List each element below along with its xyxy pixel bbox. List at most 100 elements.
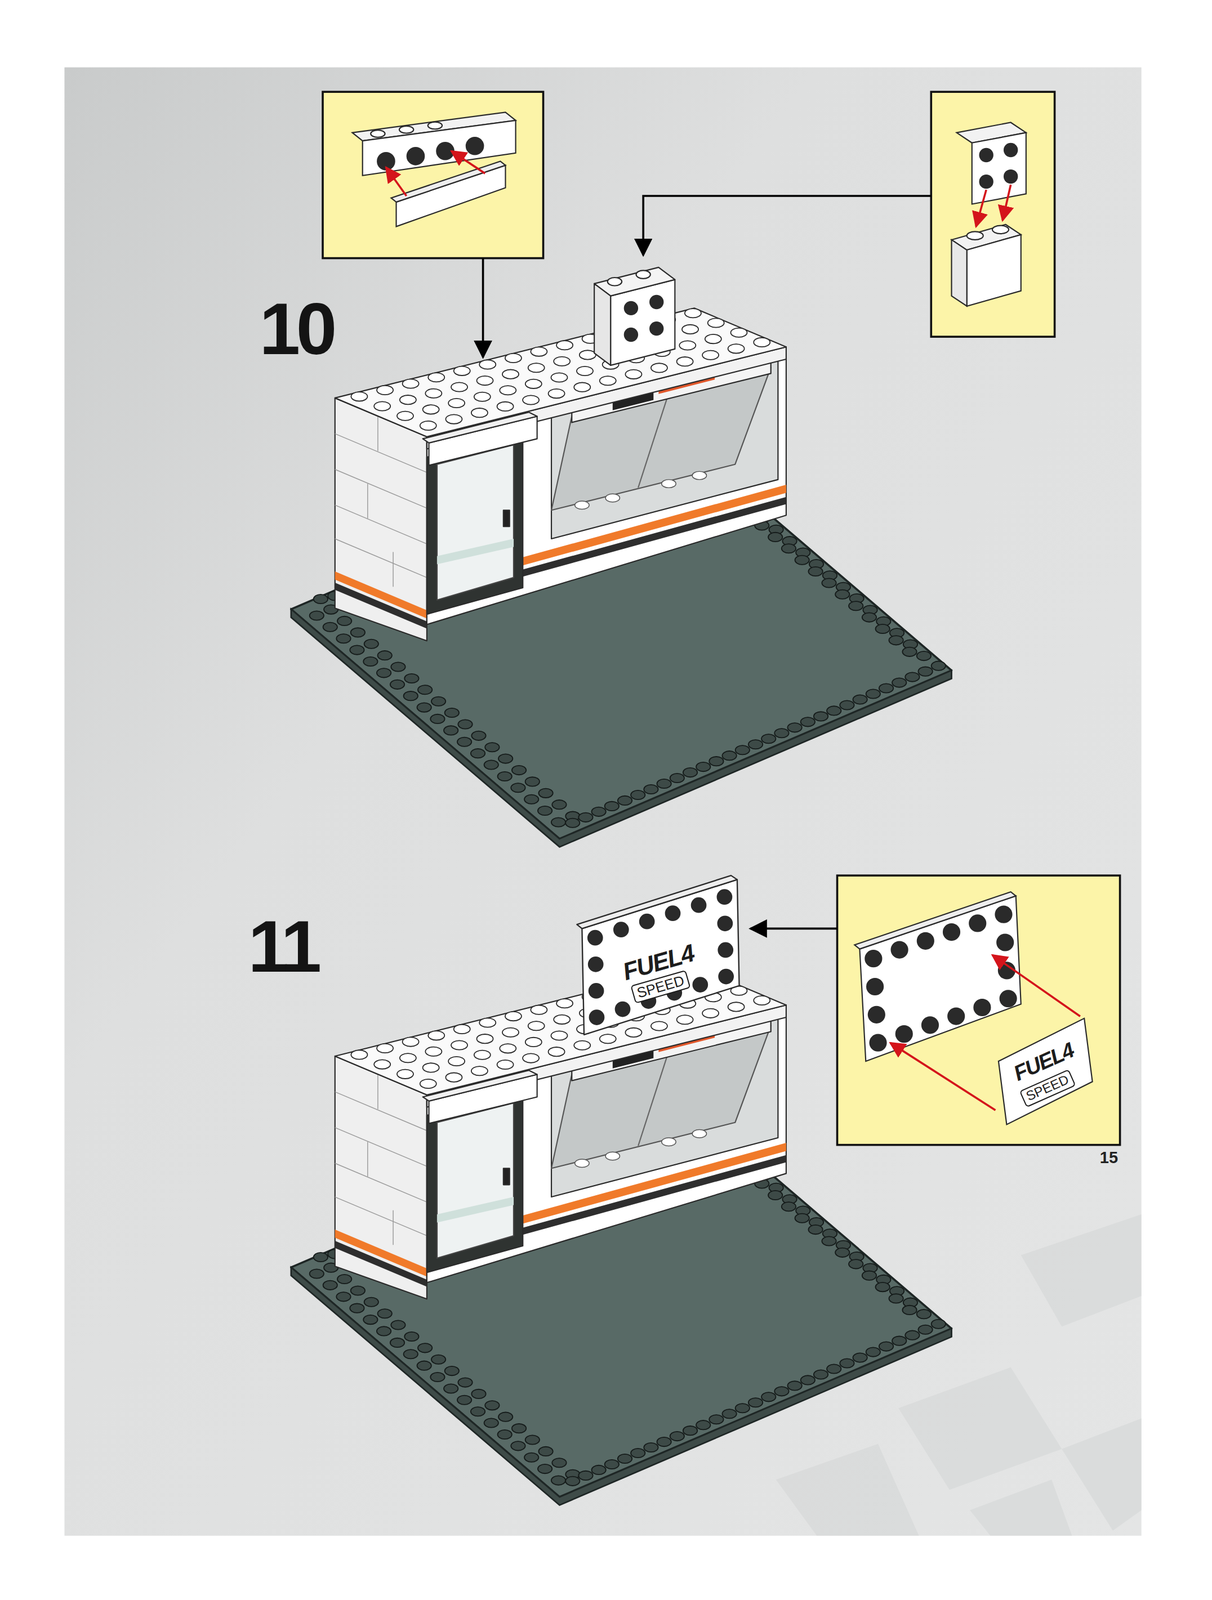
stud (852, 694, 867, 704)
stud (617, 796, 632, 806)
stud (336, 634, 351, 644)
stud-hole (693, 977, 708, 992)
stud (484, 742, 499, 752)
stud (578, 813, 593, 823)
assembly-arrow (890, 955, 1081, 1112)
stud (761, 734, 776, 744)
stud-hole (589, 1010, 604, 1025)
stud (651, 363, 668, 373)
stud (445, 414, 462, 424)
stud (524, 795, 539, 805)
stud (630, 790, 645, 800)
callout-box (930, 91, 1055, 337)
stud (808, 567, 823, 577)
stud (905, 672, 920, 682)
stud (573, 382, 591, 392)
stud (479, 359, 496, 369)
stud (875, 624, 890, 634)
stud (390, 680, 405, 690)
fuel4-sign (576, 875, 739, 1036)
stud (525, 777, 540, 787)
stud (373, 401, 391, 411)
stud (397, 411, 414, 421)
stud (402, 379, 420, 389)
stud (431, 697, 446, 707)
stud (888, 635, 903, 645)
stud (497, 402, 514, 412)
stud-hole (717, 890, 732, 905)
stud (528, 363, 545, 373)
stud (417, 702, 432, 712)
callout-box (322, 91, 544, 258)
stud (420, 421, 437, 431)
stud (684, 308, 702, 318)
stud (502, 369, 519, 379)
stud-hole (718, 943, 733, 958)
callout-box (837, 875, 1121, 1146)
stud (451, 382, 468, 392)
stud (499, 385, 516, 395)
stud (422, 404, 440, 414)
stud (376, 385, 394, 395)
stud (918, 666, 933, 676)
stud (313, 594, 328, 604)
stud-hole (866, 978, 884, 996)
sign-bracket-brick (594, 267, 675, 366)
stud (705, 334, 722, 344)
stud (839, 700, 854, 710)
stud (551, 800, 567, 810)
stud (848, 601, 863, 611)
stud-hole (865, 950, 882, 968)
stud (753, 337, 770, 347)
stud (565, 818, 580, 828)
stud (670, 773, 685, 783)
stud (781, 544, 796, 554)
stud (363, 657, 378, 667)
stud (425, 389, 442, 399)
stud (522, 395, 539, 405)
sticker-tile (998, 1018, 1093, 1126)
stud-hole (639, 914, 654, 929)
stud (404, 674, 419, 684)
stud (390, 662, 405, 672)
stud (576, 366, 594, 376)
stud (800, 717, 815, 727)
stud (430, 714, 445, 724)
stud (682, 324, 699, 334)
stud-hole (589, 983, 604, 998)
stud-hole (613, 923, 628, 938)
stud-hole (891, 942, 908, 959)
stud (444, 708, 460, 718)
stud (604, 801, 619, 812)
stud (696, 762, 711, 772)
stud-hole (1000, 990, 1017, 1007)
stud (474, 392, 491, 402)
stud (599, 376, 617, 386)
stud (498, 754, 513, 764)
stud (457, 719, 472, 729)
stud (525, 379, 542, 389)
stud (730, 328, 747, 338)
stud (377, 651, 392, 661)
stud (892, 678, 907, 688)
stud (813, 711, 828, 721)
stud (722, 751, 737, 761)
stud (826, 706, 841, 716)
stud (364, 639, 379, 649)
stud (350, 627, 365, 637)
stud (457, 737, 472, 747)
stud (709, 756, 724, 766)
stud-hole (943, 924, 960, 941)
stud (477, 376, 494, 386)
stud (821, 578, 836, 588)
stud (550, 372, 568, 382)
stud (470, 749, 485, 759)
stud (556, 340, 573, 350)
stud (350, 391, 368, 401)
stud-hole (615, 1002, 630, 1017)
assembly-arrow (385, 150, 485, 196)
stud (505, 353, 522, 363)
stud (591, 807, 606, 817)
stud (625, 370, 642, 380)
stud (453, 366, 471, 376)
